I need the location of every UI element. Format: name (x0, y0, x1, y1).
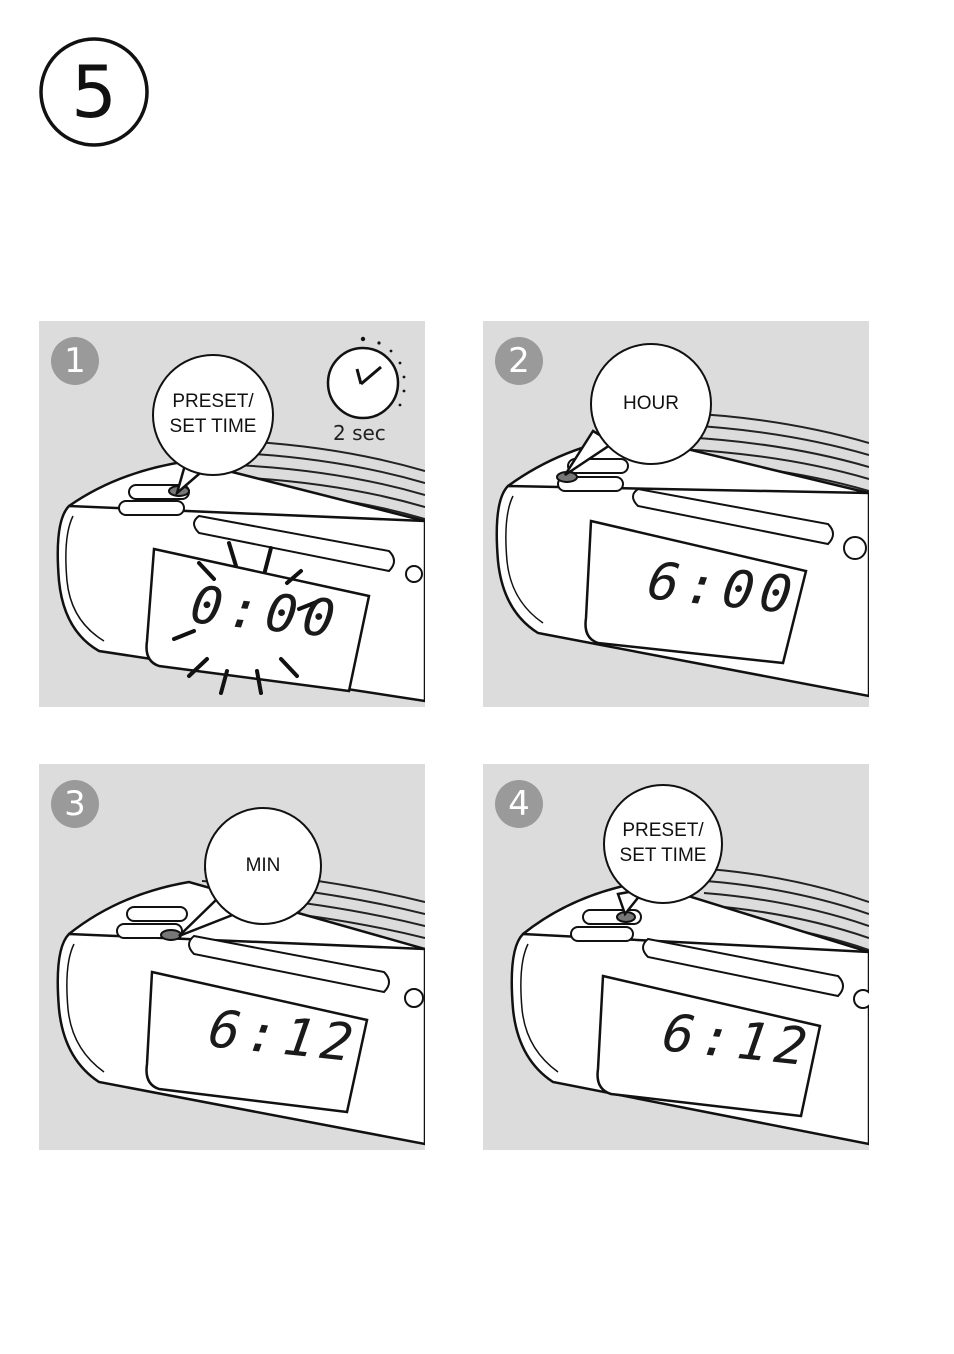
timer-label: 2 sec (333, 421, 386, 445)
clock-radio-illustration (495, 412, 869, 698)
step-5-badge: 5 (38, 36, 150, 148)
preset-set-time-bubble: PRESET/ SET TIME (603, 784, 723, 904)
panel-4: 4 PRESET/ SET TIME 6:12 (483, 764, 869, 1150)
bubble-line-2: SET TIME (169, 416, 257, 437)
clock-radio-illustration (510, 868, 869, 1146)
panel-number-badge: 3 (51, 780, 99, 828)
preset-set-time-bubble: PRESET/ SET TIME (152, 354, 274, 476)
clock-radio-illustration (56, 336, 425, 703)
panel-number-badge: 1 (51, 337, 99, 385)
bubble-line-1: HOUR (623, 392, 679, 414)
panel-3: 3 MIN 6:12 (39, 764, 425, 1150)
bubble-line-1: PRESET/ (622, 820, 704, 842)
min-bubble: MIN (204, 807, 322, 925)
step-circle (39, 37, 149, 147)
bubble-line-2: SET TIME (619, 845, 707, 866)
hour-bubble: HOUR (590, 343, 712, 465)
panel-1: 1 PRESET/ SET TIME 2 sec 0:00 (39, 321, 425, 707)
bubble-line-1: MIN (245, 854, 281, 876)
bubble-line-1: PRESET/ (172, 391, 254, 413)
panel-number-badge: 4 (495, 780, 543, 828)
step-number: 5 (71, 50, 117, 134)
panel-2: 2 HOUR 6:00 (483, 321, 869, 707)
panel-number-badge: 2 (495, 337, 543, 385)
